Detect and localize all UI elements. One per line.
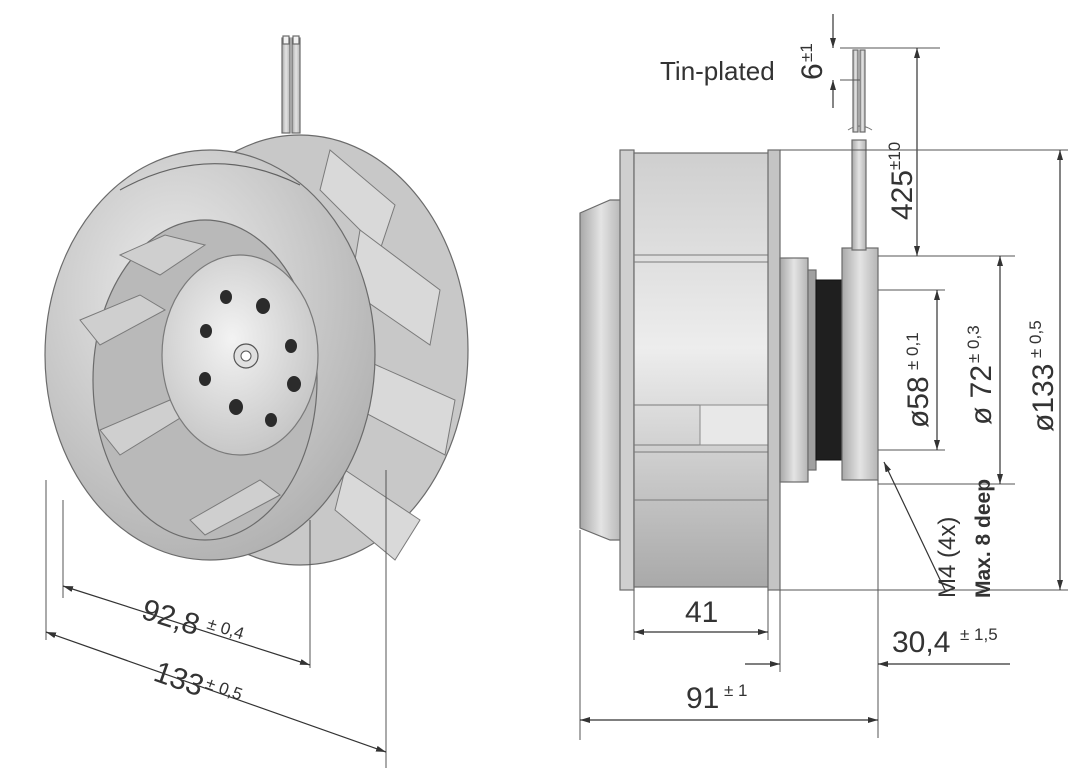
side-cable	[851, 139, 867, 251]
iso-outer-dim: 133	[150, 655, 208, 703]
d58-dim: ø58	[902, 376, 935, 428]
tin-plated-label: Tin-plated	[660, 56, 775, 86]
side-front-shroud	[619, 149, 635, 591]
fan-iso-view	[44, 35, 469, 566]
iso-outer-blades	[319, 149, 456, 561]
side-dimensions: Tin-plated 6 ±1 425 ±10 ø58 ± 0,1 ø 72 ±…	[579, 14, 1068, 740]
w91-tol: ± 1	[724, 681, 748, 700]
w30-tol: ± 1,5	[960, 625, 998, 644]
thread-label: M4 (4x)	[934, 517, 961, 598]
d133-dim: ø133	[1027, 364, 1060, 432]
side-gasket	[815, 279, 843, 461]
iso-inlet-tol: ± 0,4	[205, 614, 247, 643]
side-motor-cap	[841, 247, 879, 481]
iso-lead-wires	[281, 35, 301, 134]
iso-inner-blades	[79, 234, 281, 536]
d72-dim: ø 72	[965, 365, 998, 425]
fan-side-view	[579, 49, 879, 591]
d58-tol: ± 0,1	[903, 332, 922, 370]
side-inlet-nozzle	[579, 199, 623, 541]
w41-dim: 41	[685, 596, 718, 629]
w30-dim: 30,4	[892, 626, 950, 659]
thread-note: Max. 8 deep	[972, 479, 995, 598]
lead-length-dim: 425	[886, 170, 919, 220]
iso-hub-center	[233, 343, 259, 369]
lead-length-tol: ±10	[885, 142, 904, 170]
w91-dim: 91	[686, 682, 719, 715]
lead-gap-tol: ±1	[797, 43, 816, 62]
side-motor-flange	[779, 257, 809, 483]
iso-inlet-dim: 92,8	[138, 593, 204, 642]
side-impeller-body	[633, 152, 771, 588]
iso-outer-tol: ± 0,5	[203, 674, 245, 704]
lead-gap-dim: 6	[796, 63, 829, 80]
side-lead-wires	[852, 49, 866, 133]
iso-hub-holes	[199, 290, 301, 427]
side-back-plate	[767, 149, 781, 591]
d72-tol: ± 0,3	[964, 325, 983, 363]
d133-tol: ± 0,5	[1026, 320, 1045, 358]
